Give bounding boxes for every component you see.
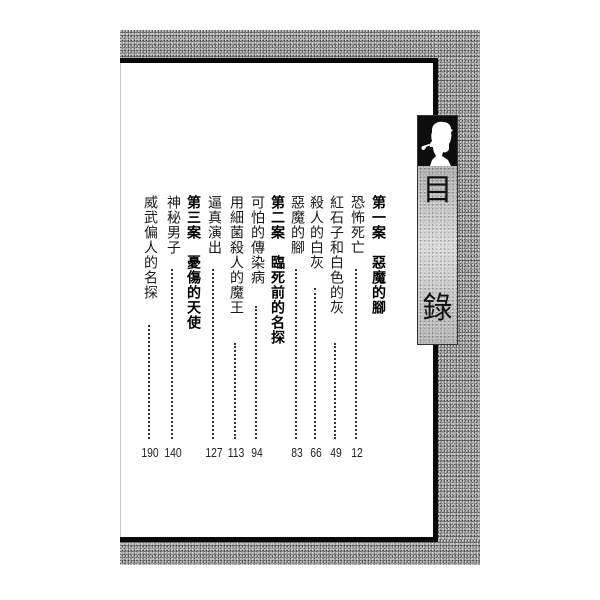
tab-title-char: 錄 <box>422 291 453 326</box>
toc-section-title: 第二案 臨死前的名探 <box>269 195 285 345</box>
dotted-leader <box>314 288 319 439</box>
toc-entry-title: 恐怖死亡 <box>349 195 365 255</box>
toc-section-3[interactable]: 第三案 憂傷的天使 <box>184 195 202 470</box>
dotted-leader <box>295 269 300 439</box>
dotted-leader <box>212 269 217 439</box>
toc-entry-title: 用細菌殺人的魔王 <box>228 195 244 315</box>
toc-entry-title: 惡魔的腳 <box>289 195 305 255</box>
speckled-frame-top <box>120 30 480 60</box>
toc-page-number: 140 <box>164 445 182 460</box>
tab-header <box>418 116 457 166</box>
toc-entry-title: 殺人的白灰 <box>308 195 324 270</box>
sherlock-holmes-silhouette-icon <box>421 121 453 166</box>
toc-entry[interactable]: 逼真演出 127 <box>205 195 223 470</box>
dotted-leader <box>355 269 360 439</box>
toc-entry-title: 紅石子和白色的灰 <box>328 195 344 315</box>
toc-entry[interactable]: 恐怖死亡 12 <box>348 195 366 470</box>
tab-title-char: 目 <box>422 173 453 208</box>
toc-entry[interactable]: 威武偏人的名探 190 <box>141 195 159 470</box>
toc-page-number: 113 <box>227 445 245 460</box>
toc-entry[interactable]: 惡魔的腳 83 <box>288 195 306 470</box>
toc-section-title: 第一案 惡魔的腳 <box>370 195 386 315</box>
toc-entry[interactable]: 殺人的白灰 66 <box>307 195 325 470</box>
toc-entry-title: 威武偏人的名探 <box>142 195 158 300</box>
dotted-leader <box>148 325 153 439</box>
tab-title-box: 目 錄 <box>418 166 457 344</box>
toc-entry[interactable]: 紅石子和白色的灰 49 <box>327 195 345 470</box>
toc-entry-title: 神秘男子 <box>165 195 181 255</box>
toc-page-number: 83 <box>291 445 303 460</box>
dotted-leader <box>234 343 239 439</box>
dotted-leader <box>171 269 176 439</box>
toc-entry[interactable]: 用細菌殺人的魔王 113 <box>227 195 245 470</box>
toc-entry-title: 逼真演出 <box>206 195 222 255</box>
toc-page-number: 12 <box>351 445 363 460</box>
toc-entry[interactable]: 神秘男子 140 <box>164 195 182 470</box>
toc-page-number: 66 <box>310 445 322 460</box>
toc-entry[interactable]: 可怕的傳染病 94 <box>248 195 266 470</box>
toc-entry-title: 可怕的傳染病 <box>249 195 265 285</box>
frame-border-bottom <box>120 537 438 542</box>
table-of-contents-tab: 目 錄 <box>417 115 458 345</box>
toc-section-1[interactable]: 第一案 惡魔的腳 <box>369 195 387 470</box>
dotted-leader <box>334 343 339 439</box>
dotted-leader <box>255 306 260 439</box>
toc-page-number: 49 <box>330 445 342 460</box>
speckled-frame-bottom <box>120 540 480 565</box>
toc-section-title: 第三案 憂傷的天使 <box>185 195 201 330</box>
toc-page-number: 127 <box>205 445 223 460</box>
toc-page-number: 94 <box>251 445 263 460</box>
toc-section-2[interactable]: 第二案 臨死前的名探 <box>268 195 286 470</box>
toc-page-number: 190 <box>141 445 159 460</box>
frame-border-top <box>120 58 438 63</box>
